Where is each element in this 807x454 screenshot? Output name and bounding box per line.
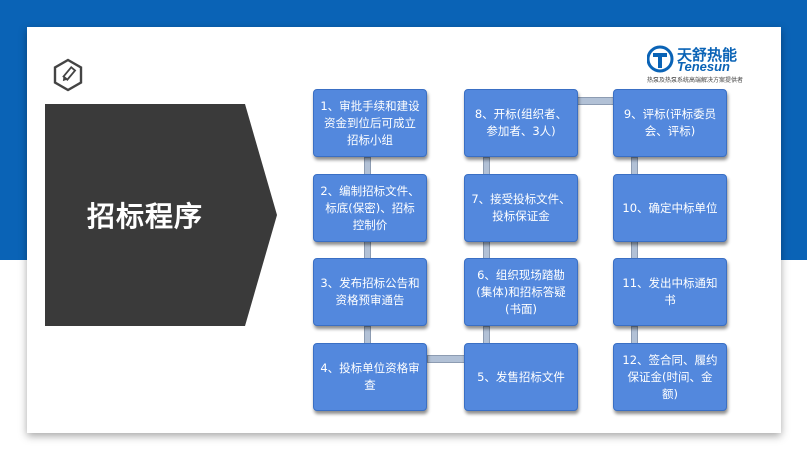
- page-title: 招标程序: [86, 200, 203, 233]
- connector-1-2: [364, 157, 371, 181]
- connector-3-4: [364, 326, 371, 350]
- step-1: 1、审批手续和建设资金到位后可成立招标小组: [313, 89, 427, 157]
- step-8: 8、开标(组织者、参加者、3人): [464, 89, 578, 157]
- connector-9-10: [631, 157, 638, 181]
- step-9: 9、评标(评标委员会、评标): [613, 89, 727, 157]
- logo-brand-chinese: 天舒热能: [677, 46, 738, 64]
- step-5: 5、发售招标文件: [464, 343, 578, 411]
- slide-card: 天舒热能 Tenesun 热泵及热泵系统高端解决方案提供者 招标程序 1、审批手…: [27, 27, 781, 433]
- connector-10-11: [631, 241, 638, 265]
- connector-11-12: [631, 326, 638, 350]
- step-10: 10、确定中标单位: [613, 174, 727, 242]
- title-arrow-shape: [45, 104, 277, 326]
- step-4: 4、投标单位资格审查: [313, 343, 427, 411]
- step-7: 7、接受投标文件、投标保证金: [464, 174, 578, 242]
- pencil-hexagon-icon: [51, 58, 85, 92]
- company-logo: 天舒热能 Tenesun 热泵及热泵系统高端解决方案提供者: [647, 42, 775, 88]
- connector-2-3: [364, 241, 371, 265]
- step-2: 2、编制招标文件、标底(保密)、招标控制价: [313, 174, 427, 242]
- step-6: 6、组织现场踏勘(集体)和招标答疑(书面): [464, 258, 578, 326]
- connector-5-6: [483, 326, 490, 350]
- connector-7-8: [483, 157, 490, 181]
- step-3: 3、发布招标公告和资格预审通告: [313, 258, 427, 326]
- step-12: 12、签合同、履约保证金(时间、金额): [613, 343, 727, 411]
- logo-brand-english: Tenesun: [677, 59, 730, 74]
- connector-8-9: [577, 97, 617, 105]
- logo-mark-icon: [647, 45, 674, 73]
- logo-tagline: 热泵及热泵系统高端解决方案提供者: [647, 77, 744, 84]
- step-11: 11、发出中标通知书: [613, 258, 727, 326]
- connector-6-7: [483, 241, 490, 265]
- connector-4-5: [427, 355, 467, 363]
